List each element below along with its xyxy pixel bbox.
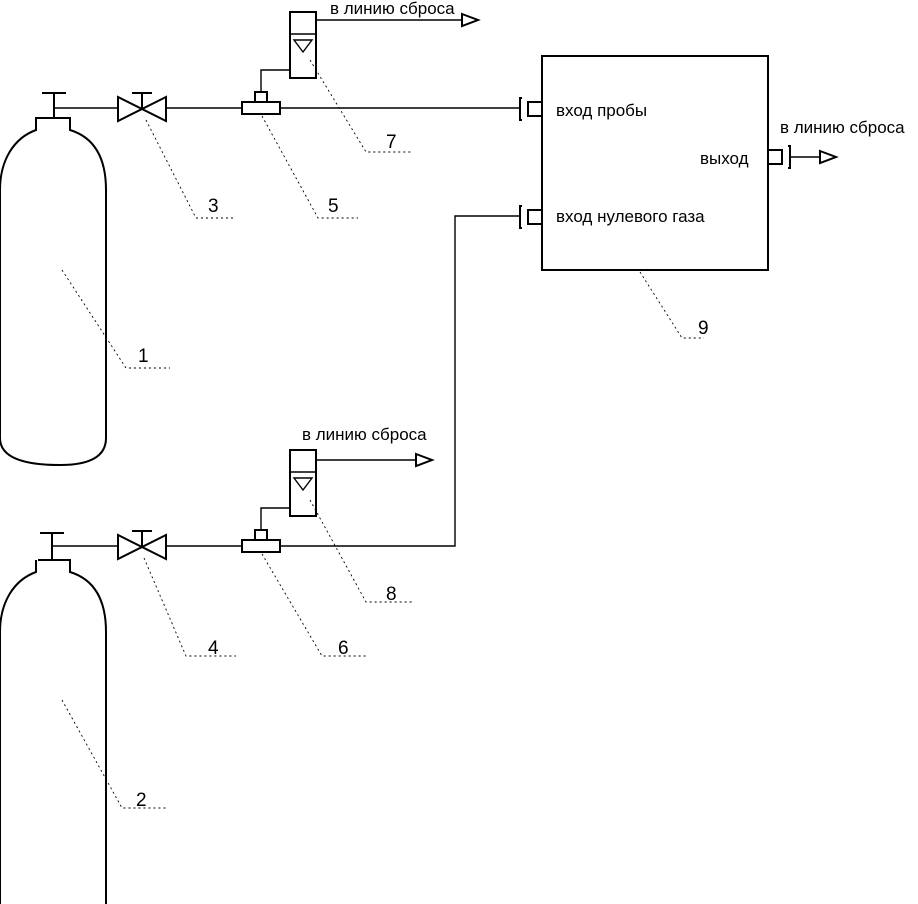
callout-rotameter-8: 8: [386, 584, 397, 605]
tee-5: [241, 91, 281, 115]
vent-label-7: в линию сброса: [330, 0, 455, 18]
sample-input-connector: [519, 97, 543, 121]
callout-tee-6: 6: [338, 638, 349, 659]
leader-lines: [61, 59, 704, 809]
rotameter-8: [289, 449, 317, 517]
gas-cylinder-1: [0, 92, 107, 467]
analyzer-9: [519, 55, 839, 271]
lower-gas-line: [52, 215, 520, 561]
callout-rotameter-7: 7: [386, 132, 397, 153]
output-vent-label: в линию сброса: [780, 118, 905, 137]
needle-valve-4: [117, 530, 167, 561]
callout-valve-4: 4: [208, 638, 219, 659]
callout-cylinder-2: 2: [136, 790, 147, 811]
callout-analyzer-9: 9: [698, 318, 709, 339]
vent-label-8: в линию сброса: [302, 425, 427, 444]
gas-cylinder-2: [0, 532, 107, 904]
rotameter-7: [289, 11, 317, 79]
upper-gas-line: [54, 11, 520, 123]
needle-valve-3: [117, 92, 167, 123]
output-connector: [767, 145, 839, 169]
tee-6: [241, 529, 281, 553]
sample-input-label: вход пробы: [556, 101, 647, 120]
zero-gas-input-label: вход нулевого газа: [556, 207, 705, 226]
callout-cylinder-1: 1: [138, 346, 149, 367]
output-label: выход: [700, 149, 749, 168]
callout-tee-5: 5: [328, 196, 339, 217]
callout-valve-3: 3: [208, 196, 219, 217]
zero-gas-input-connector: [519, 205, 543, 229]
